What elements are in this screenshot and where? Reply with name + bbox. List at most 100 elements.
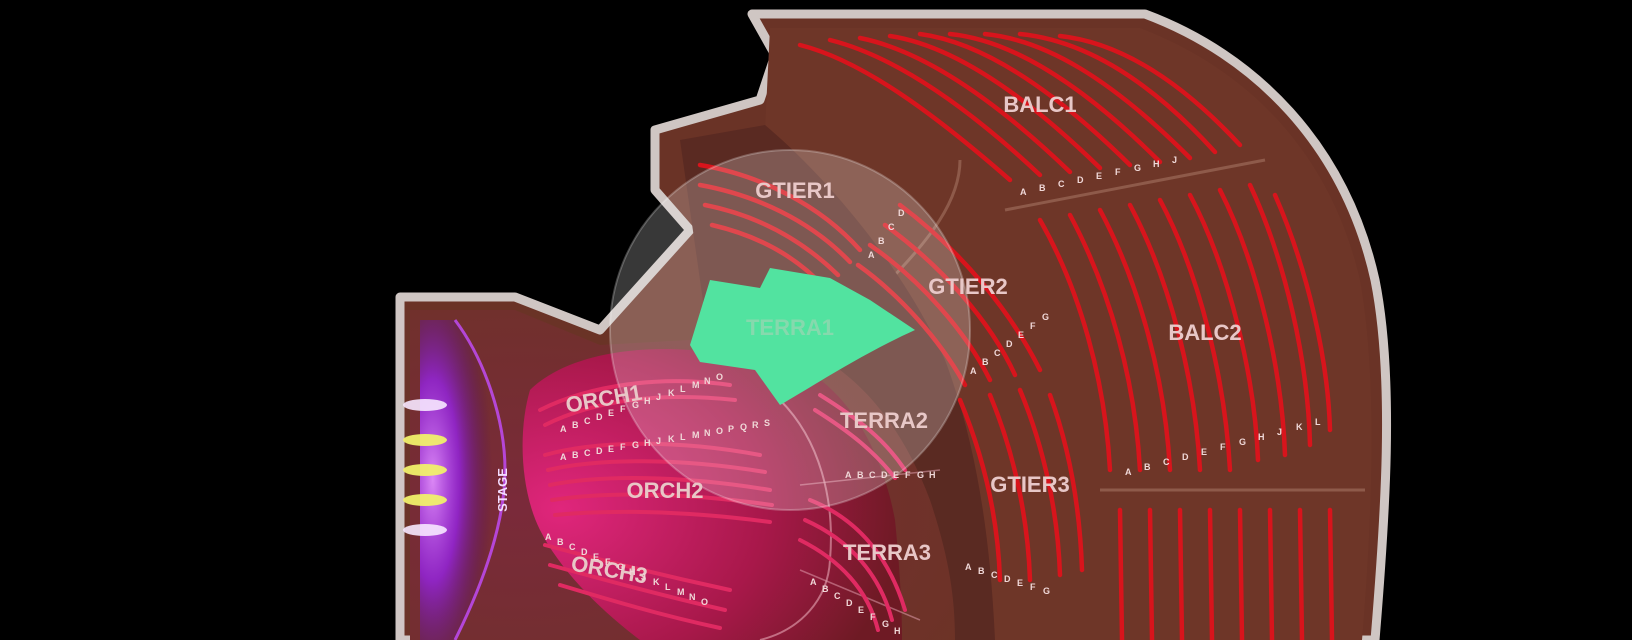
row-label: H (644, 396, 651, 406)
row-label: G (1042, 312, 1049, 322)
section-balc-lower (1117, 507, 1335, 640)
row-label: D (846, 598, 853, 608)
row-label: F (1030, 582, 1036, 592)
row-label: B (1039, 183, 1046, 193)
section-balc1[interactable] (797, 31, 1243, 183)
section-label-gtier1: GTIER1 (755, 178, 834, 203)
row-label: H (1258, 432, 1265, 442)
row-label: L (680, 432, 686, 442)
row-label: A (1125, 467, 1132, 477)
row-label: B (1144, 462, 1151, 472)
row-label: B (572, 450, 579, 460)
row-label: E (1018, 330, 1024, 340)
row-label: G (882, 619, 889, 629)
row-label: F (620, 404, 626, 414)
row-label: C (994, 348, 1001, 358)
section-orch3[interactable] (543, 543, 732, 630)
section-label-orch2: ORCH2 (626, 478, 703, 503)
section-gtier2[interactable] (855, 202, 1043, 388)
row-label: E (608, 444, 614, 454)
row-label: O (716, 372, 723, 382)
row-label: K (1296, 422, 1303, 432)
row-label: A (868, 250, 875, 260)
row-label: K (668, 388, 675, 398)
row-label: N (704, 376, 711, 386)
row-label: K (668, 434, 675, 444)
row-label: L (1315, 417, 1321, 427)
row-label: E (1096, 171, 1102, 181)
row-label: O (701, 597, 708, 607)
row-label: E (593, 552, 599, 562)
row-label: A (1020, 187, 1027, 197)
section-label-terra1: TERRA1 (746, 315, 834, 340)
section-balc2[interactable] (1037, 182, 1333, 473)
row-label: H (929, 470, 936, 480)
row-label: B (572, 420, 579, 430)
row-label: D (1006, 339, 1013, 349)
row-label: G (1043, 586, 1050, 596)
row-label: C (1163, 457, 1170, 467)
row-label: H (629, 567, 636, 577)
row-label: F (1030, 321, 1036, 331)
row-label: N (689, 592, 696, 602)
section-terra1[interactable] (690, 268, 915, 405)
row-label: J (1172, 155, 1177, 165)
section-label-balc2: BALC2 (1168, 320, 1241, 345)
row-label: C (888, 222, 895, 232)
row-label: J (641, 572, 646, 582)
row-label: F (905, 470, 911, 480)
row-label: B (878, 236, 885, 246)
row-label: L (665, 582, 671, 592)
row-label: D (596, 446, 603, 456)
row-label: F (620, 442, 626, 452)
section-terra2[interactable] (813, 393, 907, 480)
row-label: C (834, 591, 841, 601)
section-label-gtier3: GTIER3 (990, 472, 1069, 497)
row-label: B (857, 470, 864, 480)
row-label: D (596, 412, 603, 422)
stage (420, 320, 505, 640)
section-terra3[interactable] (798, 498, 907, 632)
row-label: D (581, 547, 588, 557)
row-label: C (991, 570, 998, 580)
section-orch2[interactable] (543, 441, 774, 524)
section-gtier1[interactable] (697, 162, 863, 291)
row-label: Q (740, 422, 747, 432)
row-label: A (965, 562, 972, 572)
section-label-terra3: TERRA3 (843, 540, 931, 565)
row-label: R (752, 420, 759, 430)
row-label: E (858, 605, 864, 615)
row-label: G (632, 400, 639, 410)
row-label: O (716, 426, 723, 436)
row-label: N (704, 428, 711, 438)
row-label: K (653, 577, 660, 587)
row-label: F (870, 612, 876, 622)
row-label: G (617, 562, 624, 572)
section-label-terra2: TERRA2 (840, 408, 928, 433)
row-label: F (1220, 442, 1226, 452)
section-gtier3[interactable] (957, 387, 1085, 583)
row-label: D (881, 470, 888, 480)
section-orch1[interactable] (538, 379, 737, 427)
row-label: M (692, 380, 700, 390)
row-label: D (898, 208, 905, 218)
row-label: G (1134, 163, 1141, 173)
row-label: C (869, 470, 876, 480)
section-label-balc1: BALC1 (1003, 92, 1076, 117)
row-label: G (632, 440, 639, 450)
row-label: D (1182, 452, 1189, 462)
row-label: C (569, 542, 576, 552)
balcony-floor (765, 28, 1372, 640)
row-label: J (1277, 427, 1282, 437)
orchestra-block (522, 349, 902, 640)
row-label: L (680, 384, 686, 394)
row-label: J (656, 392, 661, 402)
row-label: F (605, 557, 611, 567)
row-label: S (764, 418, 770, 428)
row-label: M (692, 430, 700, 440)
row-label: A (545, 532, 552, 542)
section-label-gtier2: GTIER2 (928, 274, 1007, 299)
row-label: B (982, 357, 989, 367)
row-label: H (644, 438, 651, 448)
